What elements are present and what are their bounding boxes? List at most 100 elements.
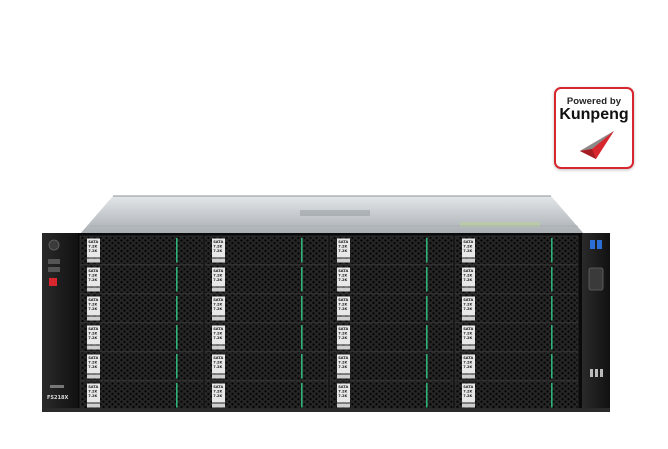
drive-label-text: 7.2K <box>88 307 97 311</box>
drive-label-text: 7.2K <box>88 336 97 340</box>
drive-label-plate <box>212 267 225 287</box>
drive-label-text: 7.2K <box>88 249 97 253</box>
drive-label-plate <box>462 296 475 316</box>
drive-label-text: 7.2K <box>338 278 347 282</box>
drive-trays: SATA7.2K7.2KSATA7.2K7.2KSATA7.2K7.2KSATA… <box>79 235 579 410</box>
drive-tray-mesh <box>454 264 579 294</box>
chassis-bottom-edge <box>42 408 610 412</box>
drive-tray-mesh <box>204 235 329 265</box>
drive-tray-mesh <box>204 380 329 410</box>
drive-latch <box>212 345 225 350</box>
drive-label-text: SATA <box>213 356 223 360</box>
drive-label-plate <box>87 296 100 316</box>
drive-tray-separator <box>301 325 303 350</box>
drive-label-text: 7.2K <box>463 390 472 394</box>
drive-label-plate <box>462 238 475 258</box>
drive-tray-separator <box>426 354 428 379</box>
drive-label-text: 7.2K <box>88 332 97 336</box>
drive-label-text: 7.2K <box>213 307 222 311</box>
drive-latch <box>337 316 350 321</box>
drive-label-text: SATA <box>88 385 98 389</box>
drive-label-text: SATA <box>88 269 98 273</box>
drive-tray-separator <box>551 267 553 292</box>
drive-label-text: 7.2K <box>463 394 472 398</box>
drive-tray-separator <box>426 325 428 350</box>
drive-tray-mesh <box>79 322 204 352</box>
drive-label-text: SATA <box>338 269 348 273</box>
drive-label-text: 7.2K <box>338 249 347 253</box>
drive-label-text: 7.2K <box>463 332 472 336</box>
drive-label-text: 7.2K <box>88 245 97 249</box>
drive-label-text: 7.2K <box>338 390 347 394</box>
front-brand-label: FS218X <box>47 395 68 401</box>
drive-label-plate <box>87 383 100 403</box>
drive-tray-mesh <box>454 351 579 381</box>
drive-label-text: 7.2K <box>463 365 472 369</box>
drive-tray-mesh <box>79 293 204 323</box>
drive-label-text: 7.2K <box>88 390 97 394</box>
drive-label-text: 7.2K <box>88 361 97 365</box>
drive-latch <box>462 374 475 379</box>
drive-label-text: SATA <box>463 269 473 273</box>
drive-tray-mesh <box>454 380 579 410</box>
drive-tray-mesh <box>329 293 454 323</box>
drive-label-text: SATA <box>88 356 98 360</box>
drive-tray-separator <box>426 238 428 263</box>
drive-label-text: SATA <box>213 298 223 302</box>
drive-tray-mesh <box>204 293 329 323</box>
drive-latch <box>462 403 475 408</box>
drive-label-plate <box>87 354 100 374</box>
drive-label-text: 7.2K <box>88 278 97 282</box>
drive-tray-separator <box>551 238 553 263</box>
drive-label-text: 7.2K <box>213 365 222 369</box>
drive-latch <box>87 345 100 350</box>
drive-label-plate <box>212 296 225 316</box>
drive-tray-separator <box>426 267 428 292</box>
drive-label-text: 7.2K <box>338 365 347 369</box>
drive-label-text: 7.2K <box>88 274 97 278</box>
drive-tray-separator <box>176 325 178 350</box>
drive-latch <box>462 258 475 263</box>
drive-latch <box>87 287 100 292</box>
drive-label-text: 7.2K <box>213 361 222 365</box>
drive-label-text: SATA <box>88 240 98 244</box>
drive-label-plate <box>462 267 475 287</box>
drive-latch <box>337 258 350 263</box>
drive-label-text: SATA <box>463 240 473 244</box>
drive-label-text: 7.2K <box>213 303 222 307</box>
drive-tray-separator <box>301 296 303 321</box>
drive-tray-separator <box>176 267 178 292</box>
drive-latch <box>87 374 100 379</box>
drive-tray-separator <box>176 354 178 379</box>
drive-tray-separator <box>551 325 553 350</box>
drive-label-plate <box>212 354 225 374</box>
kunpeng-chevron-logo-icon <box>580 131 614 159</box>
drive-label-plate <box>212 325 225 345</box>
drive-label-text: 7.2K <box>463 361 472 365</box>
drive-label-text: SATA <box>213 385 223 389</box>
